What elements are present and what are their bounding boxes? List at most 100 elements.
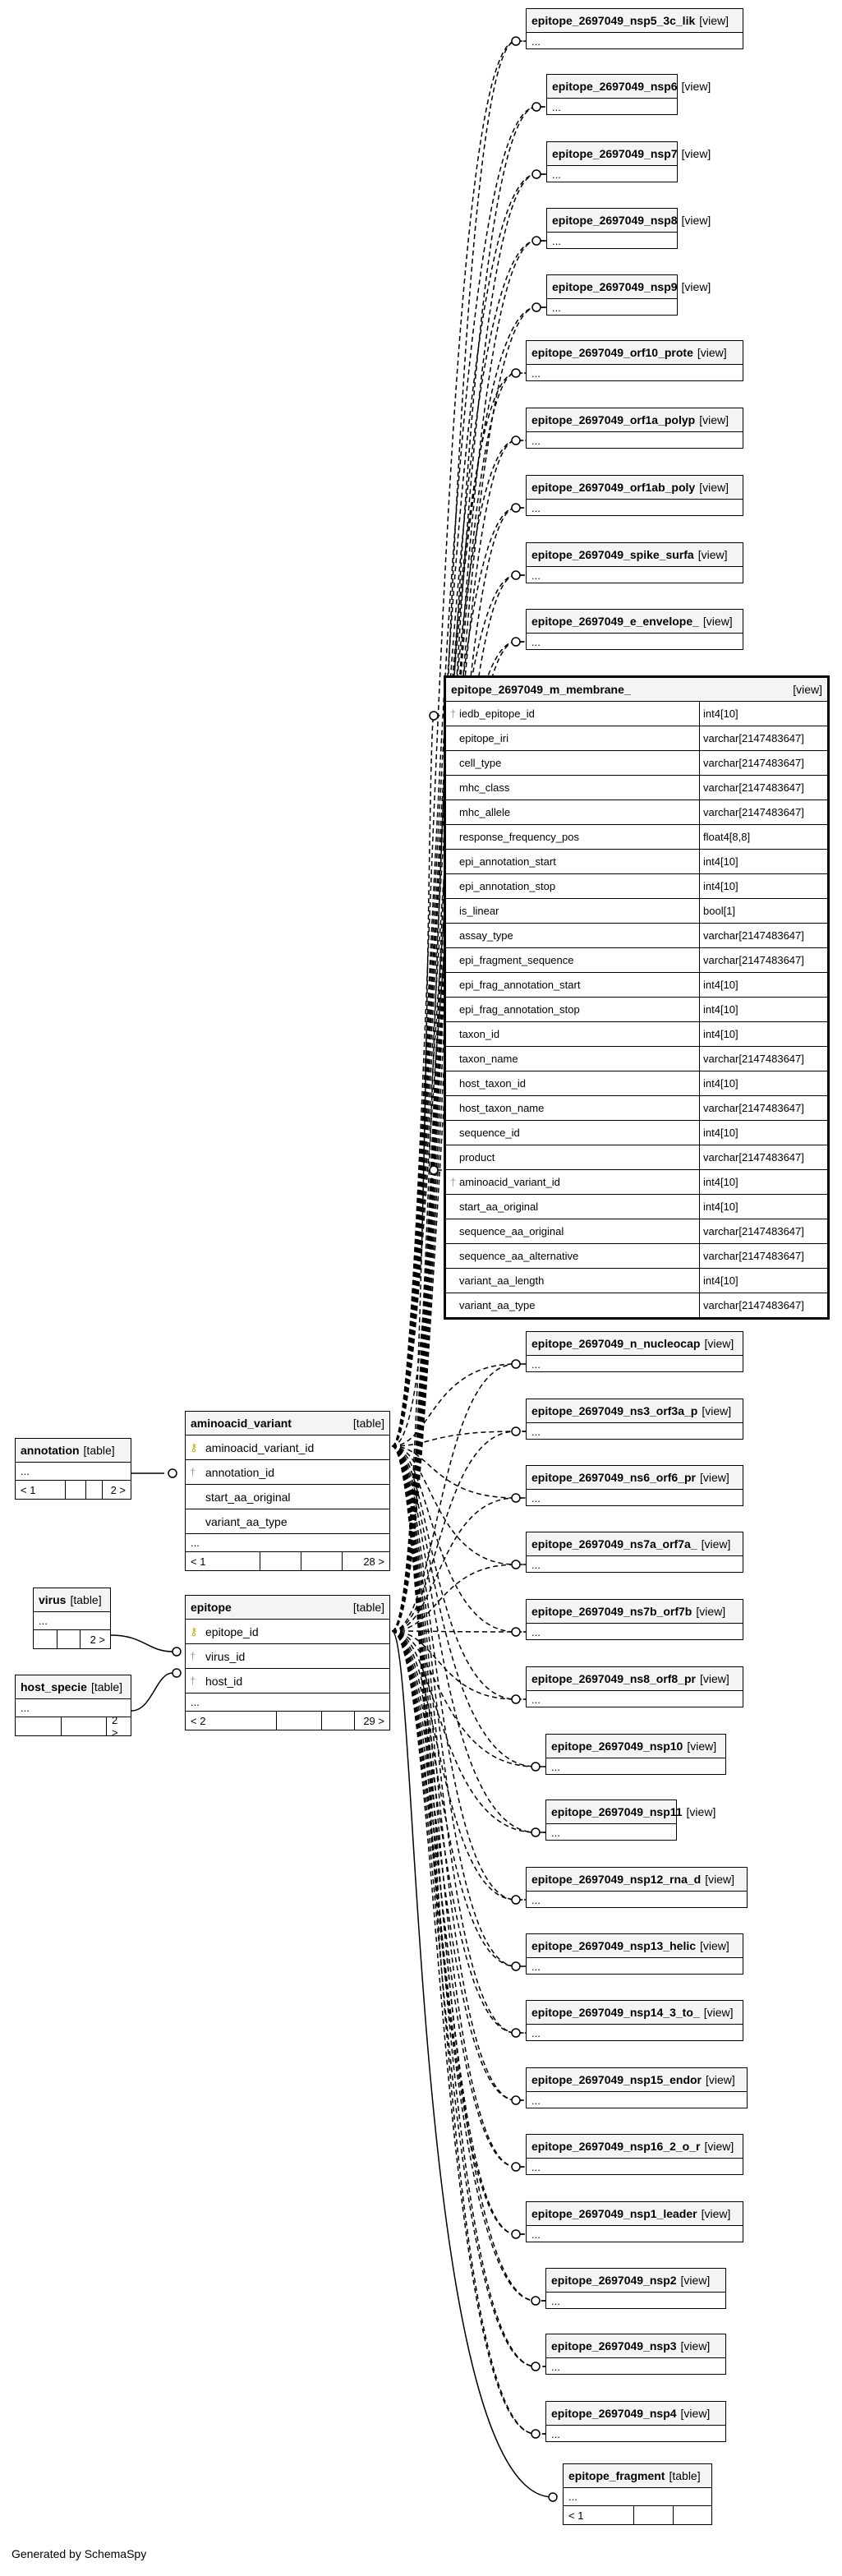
view-tag: [view] [680, 2407, 711, 2420]
column-type: int4[10] [699, 1269, 822, 1293]
view-box[interactable]: epitope_2697049_ns7b_orf7b[view]... [526, 1599, 743, 1640]
table-tag: [table] [90, 1680, 123, 1694]
relationship-line [391, 240, 546, 1447]
view-header: epitope_2697049_orf10_prote[view] [527, 341, 743, 365]
relationship-line [391, 1363, 526, 1447]
epitope-fragment-table[interactable]: epitope_fragment[table]...< 1 [563, 2463, 712, 2525]
view-box[interactable]: epitope_2697049_nsp1_leader[view]... [526, 2201, 743, 2242]
view-tag: [view] [701, 2207, 731, 2220]
main-view-box[interactable]: epitope_2697049_m_membrane_[view]†iedb_e… [444, 675, 830, 1320]
aminoacid-variant-table[interactable]: aminoacid_variant[table]⚷aminoacid_varia… [185, 1411, 390, 1571]
view-name: epitope_2697049_nsp4 [551, 2407, 677, 2420]
table-footer: 2 > [34, 1630, 110, 1648]
virus-table[interactable]: virus[table]...2 > [33, 1588, 111, 1649]
view-box[interactable]: epitope_2697049_nsp5_3c_lik[view]... [526, 8, 743, 49]
view-box[interactable]: epitope_2697049_spike_surfa[view]... [526, 542, 743, 583]
view-tag: [view] [701, 1537, 731, 1551]
view-box[interactable]: epitope_2697049_orf1ab_poly[view]... [526, 475, 743, 516]
view-name: epitope_2697049_nsp15_endor [531, 2073, 702, 2086]
generated-by-credit: Generated by SchemaSpy [12, 2547, 147, 2560]
view-ellipsis: ... [531, 1894, 541, 1906]
column-type: int4[10] [699, 1071, 822, 1095]
view-ellipsis: ... [531, 569, 541, 582]
column-row: variant_aa_type [186, 1509, 389, 1534]
zero-or-many-marker [511, 1426, 521, 1436]
view-box[interactable]: epitope_2697049_nsp15_endor [view]... [526, 2067, 748, 2108]
view-box[interactable]: epitope_2697049_nsp9[view]... [546, 274, 711, 316]
view-box[interactable]: epitope_2697049_nsp8[view]... [546, 208, 711, 249]
view-box[interactable]: epitope_2697049_e_envelope_[view]... [526, 609, 743, 650]
column-type: float4[8,8] [699, 825, 822, 849]
table-ellipsis: ... [34, 1612, 110, 1630]
zero-or-many-marker [511, 503, 521, 513]
table-name: epitope [191, 1601, 232, 1614]
view-header: epitope_2697049_nsp4[view] [546, 2402, 725, 2426]
column-name: epi_frag_annotation_stop [459, 1003, 580, 1016]
view-box[interactable]: epitope_2697049_n_nucleocap[view]... [526, 1331, 743, 1372]
view-ellipsis: ... [531, 2094, 541, 2107]
view-box[interactable]: epitope_2697049_nsp12_rna_d[view]... [526, 1867, 748, 1908]
view-box[interactable]: epitope_2697049_ns8_orf8_pr[view]... [526, 1666, 743, 1707]
view-box[interactable]: epitope_2697049_ns6_orf6_pr[view]... [526, 1465, 743, 1506]
view-box[interactable]: epitope_2697049_nsp3[view]... [545, 2334, 726, 2375]
epitope-table[interactable]: epitope[table]⚷epitope_id†virus_id†host_… [185, 1595, 390, 1730]
column-name: epi_fragment_sequence [459, 954, 574, 966]
relationship-line [391, 1630, 545, 2367]
view-box[interactable]: epitope_2697049_nsp14_3_to_[view]... [526, 2000, 743, 2041]
view-box[interactable]: epitope_2697049_nsp16_2_o_r[view]... [526, 2134, 743, 2175]
table-ellipsis: ... [564, 2488, 711, 2506]
table-name: virus [39, 1593, 67, 1606]
footer-cell [57, 1630, 80, 1648]
table-header: annotation[table] [16, 1439, 131, 1463]
view-box[interactable]: epitope_2697049_nsp11[view]... [545, 1800, 715, 1841]
footer-cell [301, 1552, 342, 1570]
footer-cell: 28 > [342, 1552, 389, 1570]
host-specie-table[interactable]: host_specie[table]...2 > [15, 1675, 131, 1739]
column-row: ⚷aminoacid_variant_id [186, 1435, 389, 1460]
relationship-line [391, 1445, 526, 2168]
view-tag: [view] [706, 2073, 735, 2086]
column-name: variant_aa_type [205, 1514, 288, 1528]
view-name: epitope_2697049_nsp5_3c_lik [531, 14, 696, 27]
view-box[interactable]: epitope_2697049_nsp2[view]... [545, 2268, 726, 2309]
view-header: epitope_2697049_nsp10[view] [546, 1735, 725, 1758]
view-box[interactable]: epitope_2697049_ns3_orf3a_p[view]... [526, 1399, 743, 1440]
view-header: epitope_2697049_nsp9[view] [547, 275, 711, 299]
view-header: epitope_2697049_nsp3[view] [546, 2334, 725, 2358]
table-header: epitope_fragment[table] [564, 2464, 711, 2488]
column-type: bool[1] [699, 899, 822, 923]
column-name: epi_annotation_stop [459, 880, 556, 892]
zero-or-many-marker [511, 2028, 521, 2038]
column-type: int4[10] [699, 1195, 822, 1219]
view-box[interactable]: epitope_2697049_orf10_prote[view]... [526, 340, 743, 381]
view-tag: [view] [702, 1404, 732, 1417]
foreign-key-icon: † [450, 707, 457, 720]
view-box[interactable]: epitope_2697049_nsp7[view]... [546, 141, 711, 182]
zero-or-many-marker [531, 2429, 541, 2439]
footer-cell: 2 > [106, 1714, 131, 1739]
column-name: variant_aa_length [459, 1274, 545, 1287]
zero-or-many-marker [511, 570, 521, 580]
column-name: assay_type [459, 929, 513, 942]
zero-or-many-marker [531, 302, 541, 312]
view-name: epitope_2697049_orf10_prote [531, 346, 693, 359]
view-box[interactable]: epitope_2697049_nsp6[view]... [546, 74, 711, 115]
view-box[interactable]: epitope_2697049_nsp10[view]... [545, 1734, 726, 1775]
view-header: epitope_2697049_nsp6[view] [547, 75, 711, 99]
relationship-line [391, 1630, 545, 1767]
view-box[interactable]: epitope_2697049_nsp4[view]... [545, 2401, 726, 2442]
view-box[interactable]: epitope_2697049_nsp13_helic[view]... [526, 1933, 743, 1975]
view-header: epitope_2697049_spike_surfa[view] [527, 543, 743, 567]
view-box[interactable]: epitope_2697049_orf1a_polyp[view]... [526, 408, 743, 449]
view-tag: [view] [686, 1805, 716, 1818]
view-ellipsis: ... [552, 168, 561, 181]
zero-or-many-marker [548, 2492, 558, 2502]
relationship-line [391, 1431, 526, 1632]
view-box[interactable]: epitope_2697049_ns7a_orf7a_[view]... [526, 1532, 743, 1573]
